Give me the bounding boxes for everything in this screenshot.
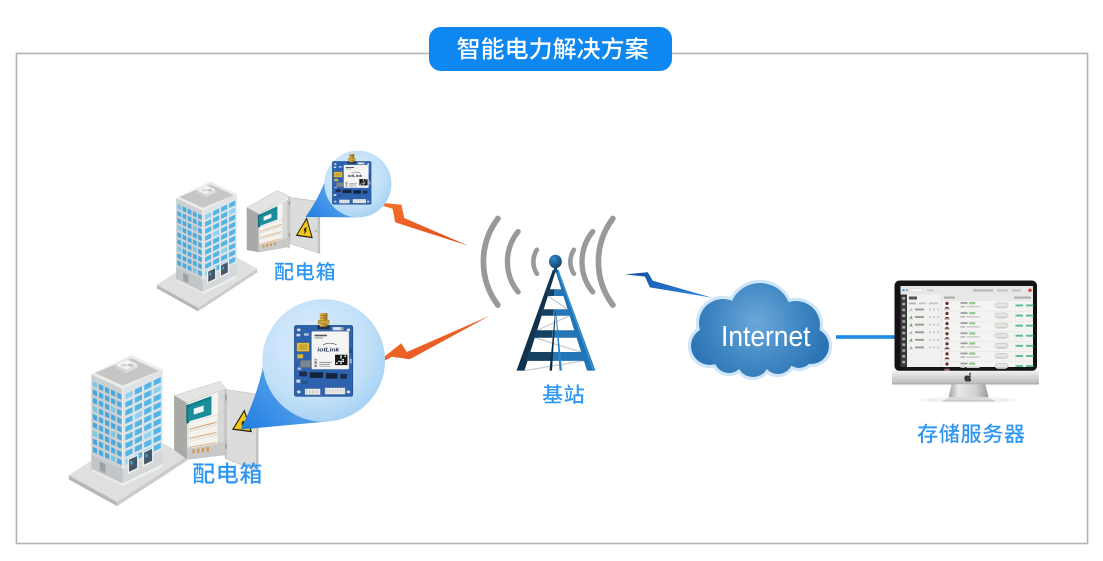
svg-text:iotLink: iotLink	[317, 347, 339, 353]
svg-text:Internet: Internet	[721, 321, 811, 353]
svg-text:iotLink: iotLink	[348, 174, 363, 178]
